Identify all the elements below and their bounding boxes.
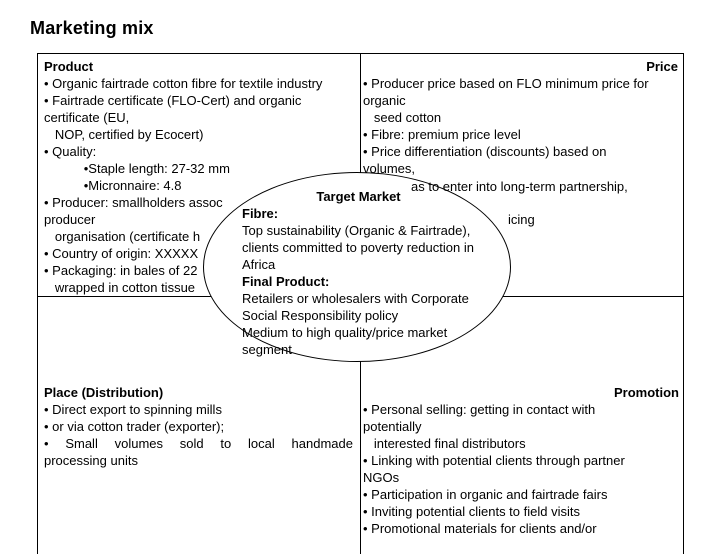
- text-line: Social Responsibility policy: [242, 308, 399, 323]
- text-line: • Fibre: premium price level: [363, 127, 521, 142]
- text-line: Africa: [242, 257, 276, 272]
- target-market-heading: Target Market: [316, 189, 401, 204]
- text-line: • Producer: smallholders assoc: [44, 195, 223, 210]
- price-line-fragment-partnership: as to enter into long-term partnership,: [411, 179, 628, 194]
- text-line: organic: [363, 93, 406, 108]
- text-line: • Producer price based on FLO minimum pr…: [363, 76, 649, 91]
- text-line: • Price differentiation (discounts) base…: [363, 144, 607, 159]
- text-line: • Country of origin: XXXXX: [44, 246, 199, 261]
- text-line: processing units: [44, 453, 138, 468]
- place-lines: • Direct export to spinning mills • or vi…: [44, 401, 353, 469]
- text-line: Top sustainability (Organic & Fairtrade)…: [242, 223, 471, 238]
- price-line-fragment-financing: icing: [508, 212, 535, 227]
- promotion-quadrant: Promotion • Personal selling: getting in…: [363, 384, 679, 537]
- text-line: seed cotton: [363, 110, 442, 125]
- text-line: interested final distributors: [363, 436, 526, 451]
- text-line: • Fairtrade certificate (FLO-Cert) and o…: [44, 93, 302, 108]
- text-line: clients committed to poverty reduction i…: [242, 240, 474, 255]
- text-line: • Organic fairtrade cotton fibre for tex…: [44, 76, 323, 91]
- product-quadrant: Product • Organic fairtrade cotton fibre…: [44, 58, 356, 296]
- text-line: • Inviting potential clients to field vi…: [363, 504, 580, 519]
- place-quadrant: Place (Distribution) • Direct export to …: [44, 384, 353, 469]
- text-line: Medium to high quality/price market: [242, 325, 448, 340]
- promotion-heading: Promotion: [614, 385, 679, 400]
- text-line: • Small volumes sold to local handmade: [44, 436, 353, 451]
- text-line: certificate (EU,: [44, 110, 130, 125]
- text-line: Fibre:: [242, 206, 279, 221]
- text-line: •Staple length: 27-32 mm: [44, 161, 230, 176]
- text-line: • Participation in organic and fairtrade…: [363, 487, 608, 502]
- text-line: • Promotional materials for clients and/…: [363, 521, 597, 536]
- text-line: • Packaging: in bales of 22: [44, 263, 198, 278]
- text-line: volumes,: [363, 161, 416, 176]
- price-heading: Price: [646, 59, 678, 74]
- text-line: organisation (certificate h: [44, 229, 201, 244]
- target-market-lines: Fibre: Top sustainability (Organic & Fair…: [242, 205, 475, 358]
- target-market-text: Target Market Fibre: Top sustainability (…: [242, 188, 475, 358]
- text-line: potentially: [363, 419, 422, 434]
- text-line: NGOs: [363, 470, 400, 485]
- place-heading: Place (Distribution): [44, 385, 164, 400]
- text-line: Retailers or wholesalers with Corporate: [242, 291, 469, 306]
- text-line: wrapped in cotton tissue: [44, 280, 196, 295]
- text-line: segment: [242, 342, 292, 357]
- text-line: •Micronnaire: 4.8: [44, 178, 182, 193]
- promotion-lines: • Personal selling: getting in contact w…: [363, 401, 679, 537]
- slide-title: Marketing mix: [30, 18, 154, 38]
- price-lines: • Producer price based on FLO minimum pr…: [363, 75, 678, 177]
- price-quadrant: Price • Producer price based on FLO mini…: [363, 58, 678, 177]
- text-line: • Quality:: [44, 144, 97, 159]
- text-line: • Personal selling: getting in contact w…: [363, 402, 596, 417]
- text-line: Final Product:: [242, 274, 330, 289]
- target-market-ellipse: [203, 172, 511, 362]
- text-line: producer: [44, 212, 96, 227]
- text-line: • Direct export to spinning mills: [44, 402, 222, 417]
- product-heading: Product: [44, 59, 94, 74]
- text-line: • or via cotton trader (exporter);: [44, 419, 225, 434]
- text-line: • Linking with potential clients through…: [363, 453, 625, 468]
- product-lines: • Organic fairtrade cotton fibre for tex…: [44, 75, 356, 296]
- text-line: NOP, certified by Ecocert): [44, 127, 204, 142]
